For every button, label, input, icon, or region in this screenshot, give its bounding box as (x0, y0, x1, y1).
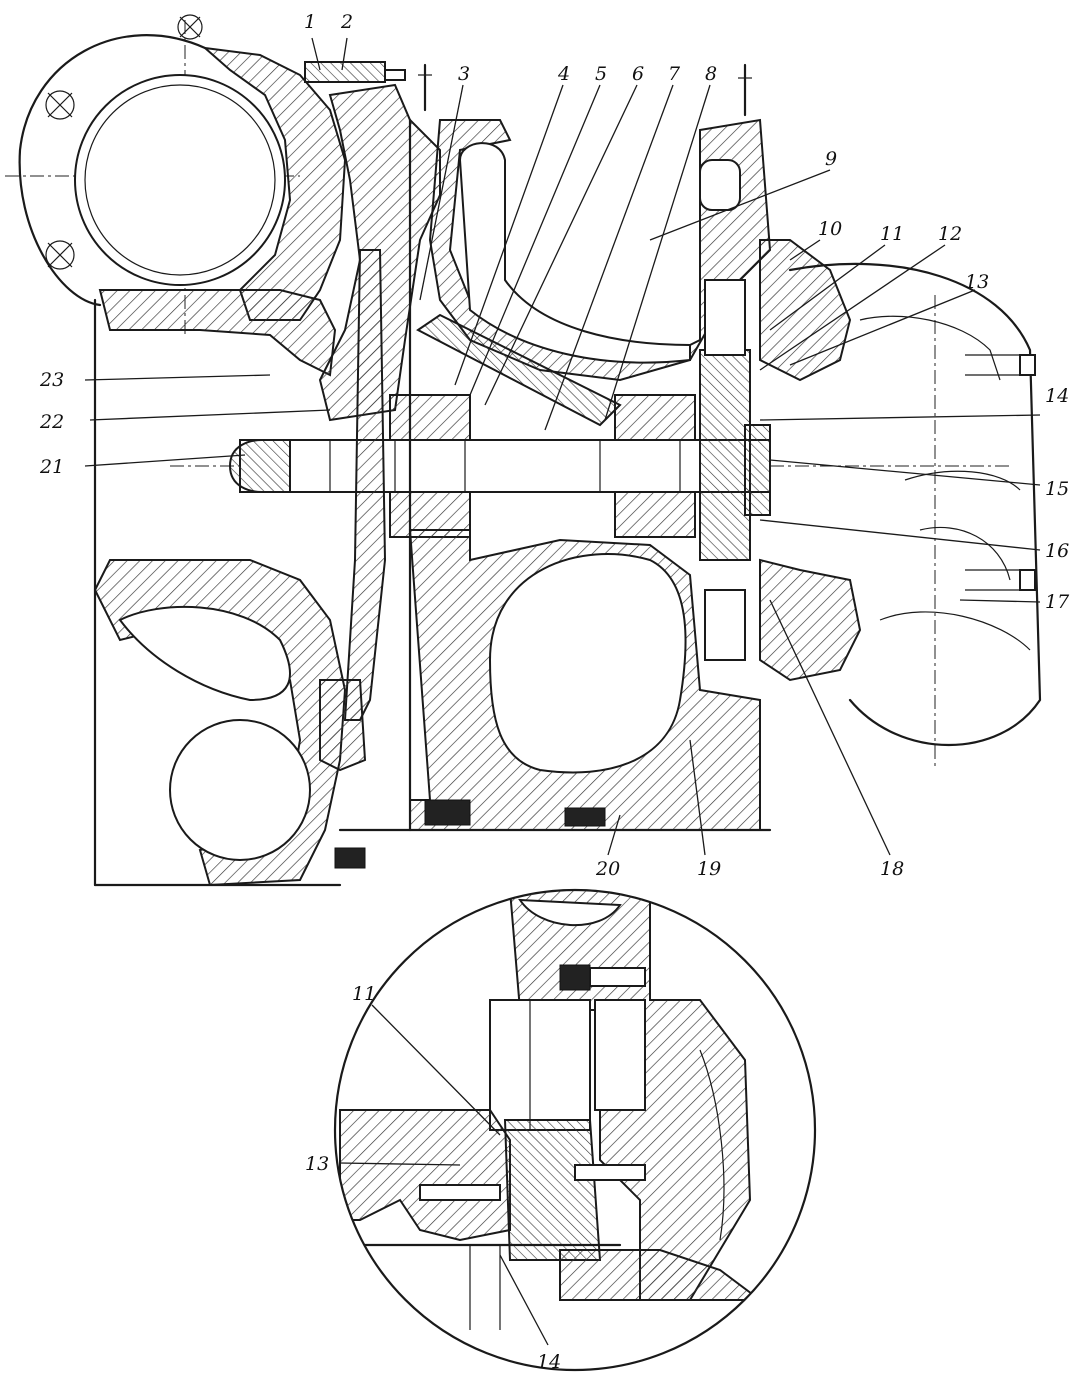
gas-inlet-volute (18, 14, 347, 377)
callout-label: 14 (1045, 385, 1069, 407)
turbine-bearing (614, 491, 696, 538)
callout-label: 1 (304, 11, 316, 33)
callout-label: 21 (39, 456, 64, 478)
lower-gas-volute (93, 298, 347, 887)
callout-label: 22 (39, 411, 64, 433)
callout-label: 12 (938, 223, 962, 245)
stud-icon (738, 63, 752, 117)
flange-bolt-icon (177, 14, 203, 40)
callout-label: 18 (880, 858, 904, 880)
callout-label: 5 (595, 63, 607, 85)
flange-bolt-icon (45, 240, 75, 270)
compressor-bearing (389, 394, 471, 441)
detail-callout-label: 13 (305, 1153, 329, 1175)
callout-label: 23 (39, 369, 64, 391)
callout-label: 4 (557, 63, 570, 85)
rotor-shaft (239, 439, 771, 493)
turbine-bearing (614, 394, 696, 441)
detail-callout-label: 14 (537, 1351, 561, 1373)
callout-label: 15 (1045, 478, 1069, 500)
callout-label: 10 (818, 218, 842, 240)
main-section-view: 1 2 3 4 5 6 7 8 9 10 11 12 13 14 15 16 1… (5, 11, 1070, 887)
callout-label: 6 (632, 63, 644, 85)
detail-callout-label: 11 (352, 983, 376, 1005)
detail-view: 11 13 14 (305, 888, 817, 1373)
callout-label: 3 (458, 63, 470, 85)
flange-bolt-icon (45, 90, 75, 120)
callout-label: 9 (825, 148, 837, 170)
turbine-blade (704, 279, 746, 356)
callout-label: 8 (705, 63, 717, 85)
callout-label: 20 (595, 858, 620, 880)
turbine-section (699, 239, 1042, 747)
main-callouts: 1 2 3 4 5 6 7 8 9 10 11 12 13 14 15 16 1… (39, 11, 1070, 880)
callout-label: 17 (1045, 591, 1070, 613)
stud-icon (418, 63, 432, 112)
callout-label: 16 (1045, 540, 1069, 562)
callout-label: 7 (668, 63, 681, 85)
callout-label: 2 (340, 11, 353, 33)
callout-label: 13 (965, 271, 989, 293)
callout-label: 11 (880, 223, 904, 245)
callout-label: 19 (697, 858, 721, 880)
turbine-blade (704, 589, 746, 661)
